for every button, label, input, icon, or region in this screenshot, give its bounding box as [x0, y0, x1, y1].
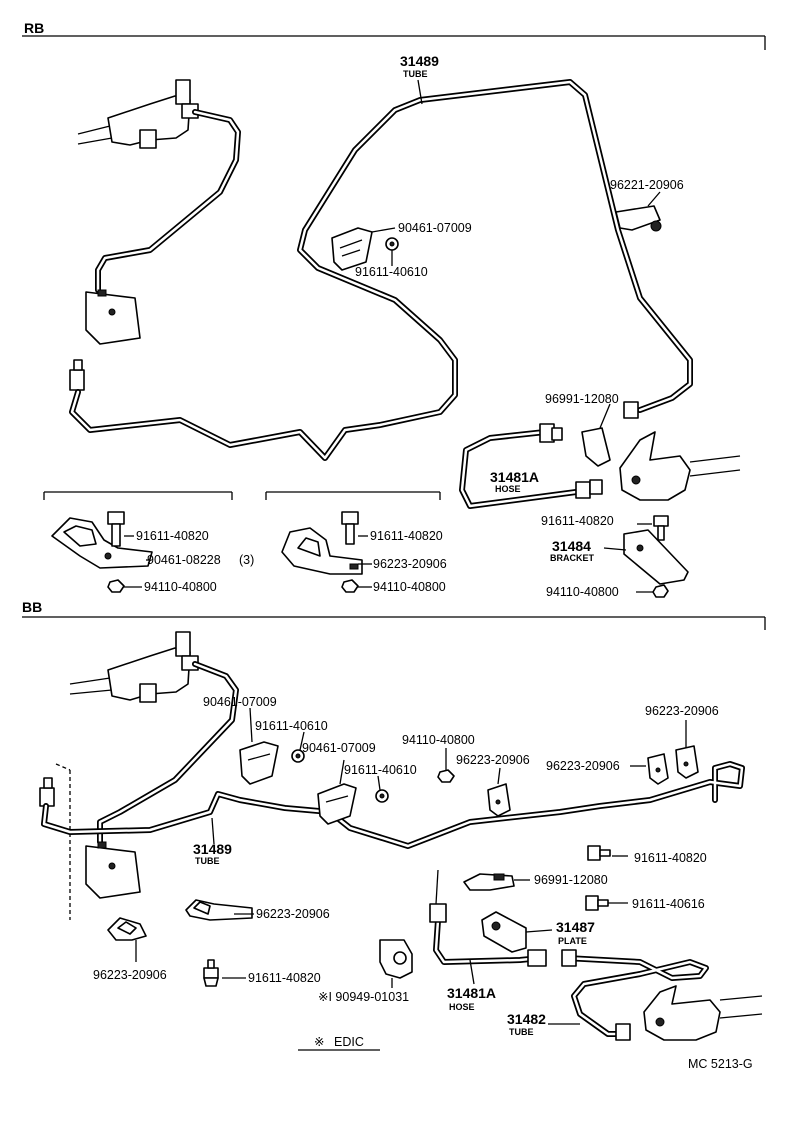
section-label-bb: BB	[22, 599, 42, 615]
label-91611-40820-bottom-b: 91611-40820	[248, 971, 321, 985]
label-bracket: BRACKET	[550, 553, 595, 563]
label-tube-bottom-31489: TUBE	[195, 856, 220, 866]
bracket-96991-12080-bottom	[463, 873, 515, 891]
label-90461-07009-top: 90461-07009	[398, 221, 472, 235]
fitting-left-bottom	[39, 777, 55, 807]
legend-mark: ※	[314, 1035, 324, 1049]
detail-left-frame	[43, 491, 233, 500]
label-plate: PLATE	[558, 936, 587, 946]
valve-block-top	[85, 289, 141, 345]
label-31484: 31484	[552, 538, 591, 554]
fitting-96991-12080-top	[581, 401, 639, 467]
figure-code: MC 5213-G	[688, 1057, 753, 1071]
bolt-91611-40820-bottom-b	[203, 959, 219, 987]
label-tube-top: TUBE	[403, 69, 428, 79]
master-cylinder-bottom	[69, 631, 199, 703]
label-94110-40800-bottom: 94110-40800	[402, 733, 475, 747]
clamp-96223-20906-bottom-e	[107, 917, 147, 941]
clamp-96223-20906-bottom-d	[185, 899, 253, 921]
nut-94110-40800-bottom	[437, 769, 455, 783]
section-label-rb: RB	[24, 20, 44, 36]
nut-94110-40800-detail-left	[107, 579, 125, 593]
label-hose-bottom: HOSE	[449, 1002, 475, 1012]
label-94110-40800-top-right: 94110-40800	[546, 585, 619, 599]
label-90461-07009-bottom-b: 90461-07009	[302, 741, 376, 755]
valve-block-bottom	[85, 841, 141, 899]
bolt-91611-40820-bottom-a	[587, 845, 611, 861]
label-tube-31482: TUBE	[509, 1027, 534, 1037]
section-rb-frame: RB	[22, 20, 766, 50]
label-91611-40820-top-right: 91611-40820	[541, 514, 614, 528]
clamp-90949-01031	[379, 939, 413, 979]
clamp-96223-20906-detail-mid	[281, 527, 363, 575]
clamp-96223-20906-bottom-b	[675, 745, 699, 779]
label-96223-20906-bottom-d: 96223-20906	[256, 907, 330, 921]
master-cylinder-top	[77, 79, 199, 149]
label-96223-20906-bottom-b: 96223-20906	[645, 704, 719, 718]
label-31489-bottom: 31489	[193, 841, 232, 857]
section-bb-frame: BB	[22, 599, 766, 630]
bolt-91611-40610-bottom-a	[291, 749, 305, 763]
clamp-90461-08228	[51, 517, 153, 569]
label-90461-07009-bottom-a: 90461-07009	[203, 695, 277, 709]
label-31481A-bottom: 31481A	[447, 985, 496, 1001]
legend-edic: ※ EDIC	[298, 1035, 380, 1051]
nut-94110-40800-detail-mid	[341, 579, 359, 593]
label-hose-top: HOSE	[495, 484, 521, 494]
bolt-91611-40610-top	[385, 237, 399, 251]
wheel-cylinder-bottom	[643, 985, 763, 1041]
bolt-91611-40616	[585, 895, 609, 911]
legend-text: EDIC	[334, 1035, 364, 1049]
clamp-96223-20906-bottom-a	[487, 783, 511, 817]
fitting-left-top	[69, 359, 85, 391]
label-96223-20906-bottom-a: 96223-20906	[456, 753, 530, 767]
label-31481A-top: 31481A	[490, 469, 539, 485]
label-91611-40820-detail-left: 91611-40820	[136, 529, 209, 543]
label-96223-20906-bottom-e: 96223-20906	[93, 968, 167, 982]
label-91611-40820-detail-mid: 91611-40820	[370, 529, 443, 543]
label-96991-12080-bottom: 96991-12080	[534, 873, 608, 887]
nut-94110-40800-top-right	[652, 584, 669, 598]
hose-fitting-upper	[539, 423, 563, 443]
detail-mid-frame	[265, 491, 441, 500]
label-91611-40610-bottom-a: 91611-40610	[255, 719, 328, 733]
clip-90461-07009-bottom-b	[317, 783, 357, 825]
clip-90461-07009-top	[331, 227, 373, 271]
label-91611-40616: 91611-40616	[632, 897, 705, 911]
hose-fitting-lower	[575, 479, 603, 499]
bracket-31484	[623, 529, 689, 585]
clip-90461-07009-bottom-a	[239, 741, 279, 785]
label-94110-40800-detail-mid: 94110-40800	[373, 580, 446, 594]
label-91611-40610-bottom-b: 91611-40610	[344, 763, 417, 777]
bolt-91611-40820-detail-left	[107, 511, 125, 547]
label-31487: 31487	[556, 919, 595, 935]
tube-31482-fitting-right	[615, 1023, 631, 1041]
clamp-96221-20906	[615, 205, 662, 232]
hose-fitting-bottom-upper	[429, 903, 447, 923]
label-90949-01031: ※I 90949-01031	[318, 990, 409, 1004]
clamp-96223-20906-bottom-c	[647, 753, 669, 785]
bolt-91611-40820-detail-mid	[341, 511, 359, 545]
bolt-91611-40610-bottom-b	[375, 789, 389, 803]
label-31489-top: 31489	[400, 53, 439, 69]
wheel-cylinder-top	[619, 431, 741, 501]
label-90461-08228: 90461-08228	[147, 553, 221, 567]
tube-31482-fitting-left	[561, 949, 577, 967]
bolt-91611-40820-top-right	[653, 515, 669, 541]
label-96221-20906: 96221-20906	[610, 178, 684, 192]
label-96223-20906-detail-mid: 96223-20906	[373, 557, 447, 571]
plate-31487	[481, 911, 527, 953]
label-91611-40610-top: 91611-40610	[355, 265, 428, 279]
hose-fitting-bottom-right	[527, 949, 547, 967]
label-96223-20906-bottom-c: 96223-20906	[546, 759, 620, 773]
label-qty-3: (3)	[239, 553, 254, 567]
label-31482: 31482	[507, 1011, 546, 1027]
label-91611-40820-bottom-a: 91611-40820	[634, 851, 707, 865]
label-94110-40800-detail-left: 94110-40800	[144, 580, 217, 594]
label-96991-12080-top: 96991-12080	[545, 392, 619, 406]
